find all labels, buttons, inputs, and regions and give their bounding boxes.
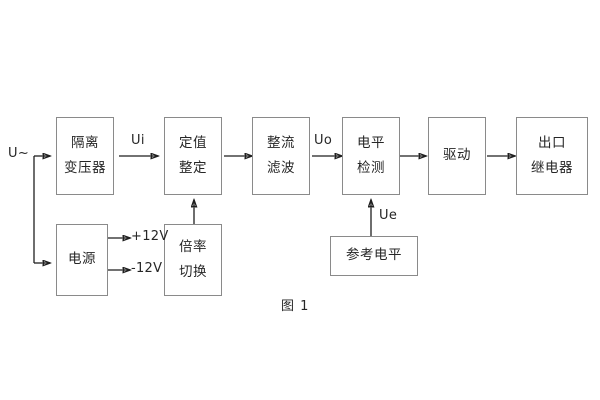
block-line: 隔离 (71, 135, 99, 151)
block-line: 电源 (68, 251, 96, 268)
label-ui: Ui (131, 133, 145, 148)
block-line: 检测 (357, 159, 385, 176)
block-setting-value[interactable]: 定值 整定 (164, 117, 222, 195)
block-line: 整定 (179, 159, 207, 176)
label-rail-positive: +12V (131, 229, 169, 244)
block-rectify-filter[interactable]: 整流 滤波 (252, 117, 310, 195)
block-line: 参考电平 (346, 247, 402, 264)
block-line: 电平 (357, 135, 385, 151)
label-input-ac: U~ (8, 146, 30, 161)
block-isolation-transformer[interactable]: 隔离 变压器 (56, 117, 114, 195)
block-line: 滤波 (267, 159, 295, 176)
block-line: 整流 (267, 135, 295, 151)
block-line: 定值 (179, 135, 207, 151)
block-reference-level[interactable]: 参考电平 (330, 236, 418, 276)
block-line: 切换 (179, 263, 207, 280)
block-drive[interactable]: 驱动 (428, 117, 486, 195)
block-multiplier-switch[interactable]: 倍率 切换 (164, 224, 222, 296)
block-line: 驱动 (443, 147, 471, 164)
label-rail-negative: -12V (131, 261, 163, 276)
label-ue: Ue (379, 208, 398, 223)
label-uo: Uo (314, 133, 333, 148)
block-line: 变压器 (64, 159, 106, 176)
block-output-relay[interactable]: 出口 继电器 (516, 117, 588, 195)
block-line: 出口 (538, 135, 566, 151)
block-level-detection[interactable]: 电平 检测 (342, 117, 400, 195)
block-line: 继电器 (531, 159, 573, 176)
figure-caption: 图 1 (281, 299, 310, 314)
block-power-supply[interactable]: 电源 (56, 224, 108, 296)
block-line: 倍率 (179, 239, 207, 255)
